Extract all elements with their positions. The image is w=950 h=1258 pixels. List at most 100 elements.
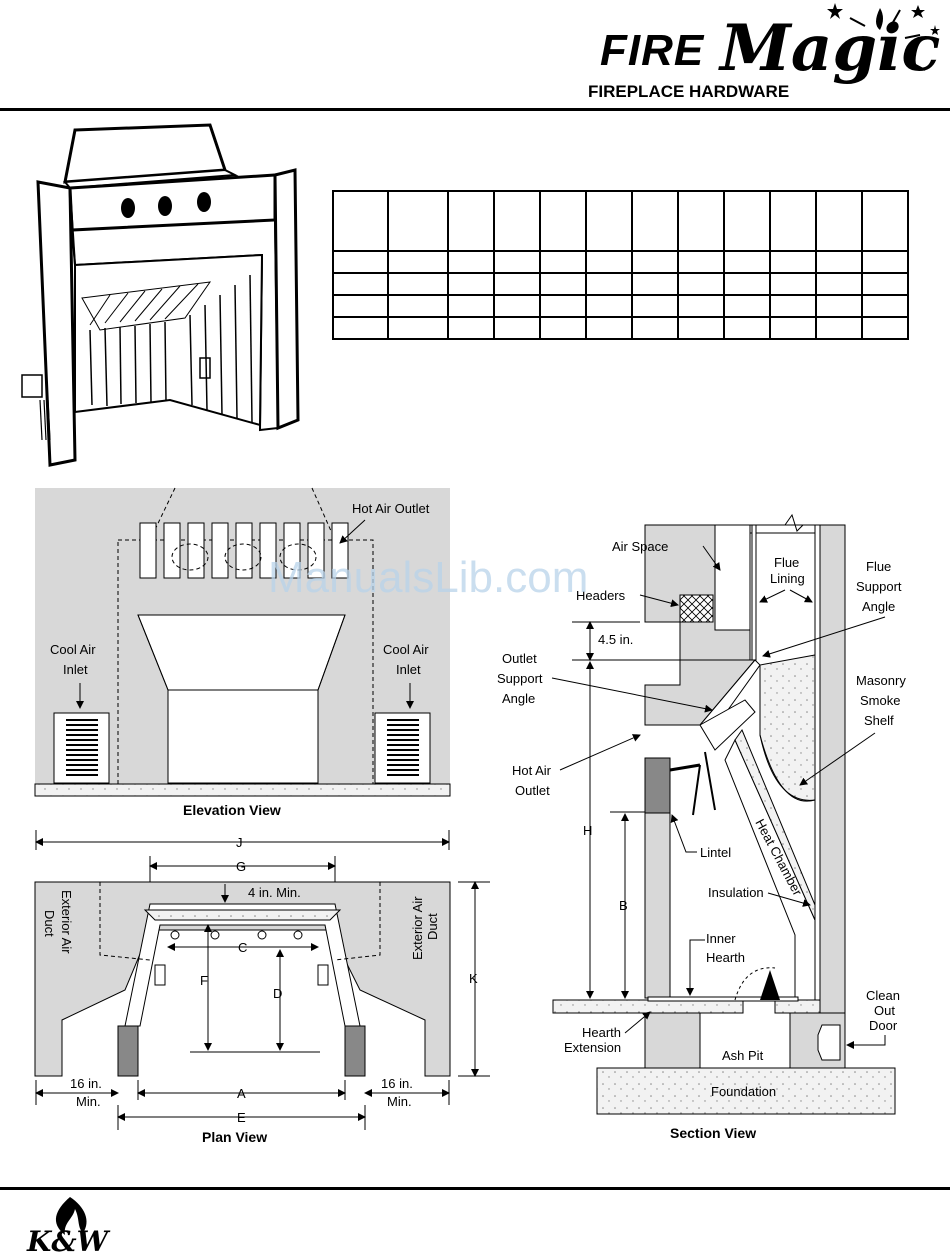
table-cell [815,316,863,340]
table-cell [769,316,817,340]
table-cell [387,316,449,340]
table-cell [539,190,587,252]
table-cell [585,250,633,274]
table-cell [723,316,771,340]
label-clean: Clean [866,988,900,1003]
dim-d: D [273,986,282,1001]
table-header-row [332,190,909,252]
header-rule [0,108,950,111]
table-cell [332,272,389,296]
sparkle-stars-icon [827,3,940,71]
table-cell [723,190,771,252]
label-door: Door [869,1018,898,1033]
table-cell [332,316,389,340]
dim-b: B [619,898,628,913]
table-cell [677,294,725,318]
brand-magic: Magic [718,11,940,86]
flame-icon [55,1197,87,1235]
dim-h: H [583,823,592,838]
table-cell [677,250,725,274]
footer-logo-text: K&W [26,1225,111,1253]
table-cell [631,250,679,274]
label-inlet-right: Inlet [396,662,421,677]
table-cell [861,250,909,274]
brand-subtitle: FIREPLACE HARDWARE [588,82,789,101]
table-cell [493,250,541,274]
brand-logo-graphic: FIRE Magic FIREPLACE HARDWARE [588,3,940,101]
footer-rule [0,1187,950,1190]
table-cell [332,250,389,274]
table-cell [585,316,633,340]
kw-flame-logo: K&W [26,1197,111,1258]
technical-drawing: Hot Air Outlet Cool Air Inlet Cool Air I… [34,487,906,1145]
elevation-view: Hot Air Outlet Cool Air Inlet Cool Air I… [34,487,451,818]
table-cell [631,272,679,296]
label-lintel: Lintel [700,845,731,860]
table-cell [585,294,633,318]
label-outlet-support-1: Outlet [502,651,537,666]
label-air-space: Air Space [612,539,668,554]
table-cell [387,190,449,252]
table-cell [332,190,389,252]
table-cell [447,294,495,318]
plan-view-title: Plan View [202,1129,267,1145]
dim-a: A [237,1086,246,1101]
label-cool-air-right: Cool Air [383,642,429,657]
table-row [332,316,909,340]
table-cell [493,190,541,252]
label-min-left: Min. [76,1094,101,1109]
label-flue-1: Flue [774,555,799,570]
table-cell [769,294,817,318]
label-16in-right: 16 in. [381,1076,413,1091]
table-cell [631,294,679,318]
dim-e: E [237,1110,246,1125]
table-cell [861,294,909,318]
label-shelf: Shelf [864,713,894,728]
table-cell [723,250,771,274]
dim-c: C [238,940,247,955]
vent-hole [197,192,211,212]
table-row [332,294,909,318]
table-cell [332,294,389,318]
label-foundation: Foundation [711,1084,776,1099]
side-vent-box [199,357,211,379]
label-cool-air-left: Cool Air [50,642,96,657]
elevation-view-title: Elevation View [183,802,281,818]
dim-j: J [236,835,243,850]
table-cell [815,294,863,318]
table-cell [539,250,587,274]
table-cell [539,294,587,318]
label-16in-left: 16 in. [70,1076,102,1091]
label-extension: Extension [564,1040,621,1055]
table-cell [493,272,541,296]
table-cell [387,250,449,274]
table-cell [677,316,725,340]
footer-logo: K&W [25,1195,135,1258]
dim-g: G [236,859,246,874]
label-flue-support-2: Support [856,579,902,594]
section-view-title: Section View [670,1125,756,1141]
table-cell [815,272,863,296]
label-hearth-ext: Hearth [582,1025,621,1040]
label-ash-pit: Ash Pit [722,1048,764,1063]
table-cell [493,294,541,318]
table-cell [861,272,909,296]
table-cell [631,190,679,252]
label-ext-duct-right-2: Duct [425,913,440,940]
dim-f: F [200,973,208,988]
table-cell [815,250,863,274]
table-cell [585,272,633,296]
label-hot-air-outlet: Hot Air Outlet [352,501,430,516]
label-ext-duct-left-1: Exterior Air [59,890,74,954]
label-hot-air-2: Outlet [515,783,550,798]
table-cell [861,316,909,340]
label-outlet-support-3: Angle [502,691,535,706]
table-cell [769,250,817,274]
section-view: Air Space Flue Lining Flue Support Angle… [497,513,906,1141]
table-cell [493,316,541,340]
label-out: Out [874,1003,895,1018]
label-lining: Lining [770,571,805,586]
label-headers: Headers [576,588,626,603]
table-cell [447,316,495,340]
label-outlet-support-2: Support [497,671,543,686]
